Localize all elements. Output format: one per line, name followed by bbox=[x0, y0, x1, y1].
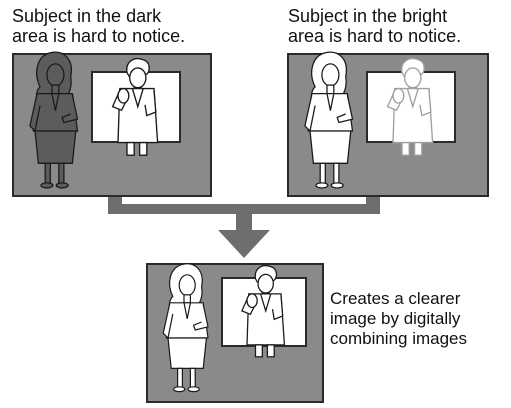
caption-result-line1: Creates a clearer bbox=[330, 289, 461, 308]
caption-bright-line1: Subject in the bright bbox=[288, 6, 448, 26]
caption-dark-line1: Subject in the dark bbox=[12, 6, 162, 26]
caption-bright-line2: area is hard to notice. bbox=[288, 26, 462, 46]
caption-result-line3: combining images bbox=[330, 329, 468, 348]
panel-dark-area bbox=[12, 51, 212, 197]
panel-bright-area bbox=[287, 51, 489, 197]
caption-dark-area: Subject in the dark area is hard to noti… bbox=[12, 6, 185, 46]
panel-combined-result bbox=[146, 263, 324, 403]
caption-dark-line2: area is hard to notice. bbox=[12, 26, 186, 46]
caption-result-line2: image by digitally bbox=[330, 309, 461, 328]
caption-combined-result: Creates a clearer image by digitally com… bbox=[330, 289, 467, 349]
caption-bright-area: Subject in the bright area is hard to no… bbox=[288, 6, 461, 46]
merge-arrow bbox=[108, 196, 380, 258]
